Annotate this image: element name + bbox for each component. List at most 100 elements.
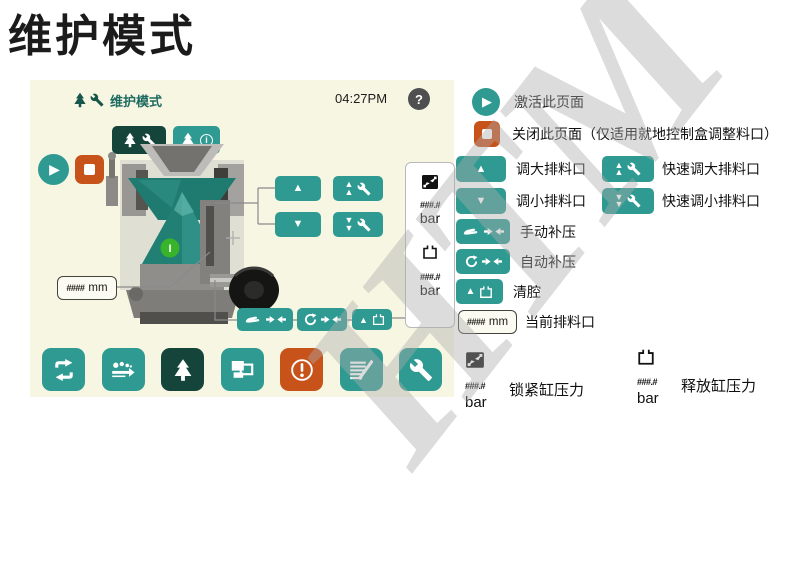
report-icon: [349, 358, 373, 382]
lock-pressure-value: ###.#: [419, 200, 441, 210]
screens-icon: [230, 358, 254, 382]
fast-down-icon: ▼▼: [614, 191, 624, 209]
legend-label: 锁紧缸压力: [509, 382, 585, 399]
legend-current-gap-row: #### mm 当前排料口: [458, 310, 595, 334]
feed-icon: [111, 358, 135, 382]
legend-release-pressure: ###.# bar 释放缸压力: [637, 348, 756, 407]
crusher-illustration: I: [106, 144, 279, 324]
lock-cylinder-icon: [421, 173, 439, 191]
legend-label: 激活此页面: [514, 94, 584, 110]
open-gap-button[interactable]: ▲: [275, 176, 321, 201]
wrench-icon: [409, 358, 433, 382]
maintenance-icon: [72, 90, 106, 109]
release-cylinder-icon: [422, 244, 438, 260]
compress-arrows-icon: [266, 314, 286, 325]
play-icon: ▶: [472, 88, 500, 116]
fast-open-gap-button[interactable]: ▲▲: [333, 176, 383, 201]
compress-arrows-icon: [481, 256, 502, 267]
fast-up-icon: ▲▲: [614, 159, 624, 177]
legend-clear-row: ▲ 清腔: [456, 279, 541, 304]
wrench-icon: [357, 218, 371, 232]
close-gap-button[interactable]: ▼: [275, 212, 321, 237]
nav-loop-button[interactable]: [42, 348, 85, 391]
legend-label: 自动补压: [520, 253, 576, 270]
legend-label: 手动补压: [520, 223, 576, 240]
up-icon: ▲: [475, 162, 487, 175]
lock-pressure-unit: bar: [465, 394, 487, 411]
alarm-icon: [290, 358, 314, 382]
legend-label: 调大排料口: [516, 161, 586, 177]
indicator-label: I: [168, 243, 171, 255]
page-title: 维护模式: [8, 12, 196, 61]
close-page-button[interactable]: [75, 155, 104, 184]
legend-label: 释放缸压力: [681, 378, 757, 395]
clock: 04:27PM: [335, 91, 388, 106]
activate-page-button[interactable]: ▶: [38, 154, 69, 185]
crusher-icon: [171, 358, 195, 382]
legend-activate-row: ▶ 激活此页面: [472, 88, 584, 116]
fast-close-gap-button[interactable]: ▼▼: [333, 212, 383, 237]
pressure-readings-panel: ###.# bar ###.# bar: [405, 162, 455, 328]
legend-auto-row: 自动补压: [456, 249, 576, 274]
fast-up-icon: ▲▲: [344, 179, 354, 197]
cycle-icon: [304, 313, 317, 326]
release-cylinder-icon: [479, 285, 493, 299]
loop-icon: [52, 358, 76, 382]
manual-pressure-button[interactable]: [237, 308, 293, 331]
hand-icon: [244, 314, 262, 326]
legend-lock-pressure: ###.# bar 锁紧缸压力: [465, 350, 584, 411]
legend-label: 调小排料口: [516, 193, 586, 209]
current-gap-value-box: #### mm: [57, 276, 117, 300]
wrench-icon: [357, 182, 371, 196]
release-pressure-value: ###.#: [637, 377, 658, 387]
gap-unit: mm: [488, 316, 509, 328]
wrench-icon: [90, 93, 104, 107]
legend-close-gap-row: ▼ 调小排料口 ▼▼ 快速调小排料口: [456, 188, 760, 214]
clear-cavity-button[interactable]: ▲: [456, 279, 503, 304]
legend-label: 当前排料口: [525, 314, 595, 330]
close-gap-button[interactable]: ▼: [456, 188, 506, 214]
fast-close-gap-button[interactable]: ▼▼: [602, 188, 654, 214]
help-button[interactable]: ?: [408, 88, 430, 110]
auto-pressure-button[interactable]: [297, 308, 347, 331]
clear-cavity-button[interactable]: ▲: [352, 309, 392, 330]
down-icon: ▼: [292, 218, 304, 230]
up-icon: ▲: [359, 314, 368, 325]
compress-arrows-icon: [320, 314, 341, 325]
legend-manual-row: 手动补压: [456, 219, 576, 244]
lock-pressure-unit: bar: [419, 210, 441, 226]
up-icon: ▲: [292, 182, 304, 194]
fast-open-gap-button[interactable]: ▲▲: [602, 156, 654, 182]
legend-label: 清腔: [513, 283, 541, 300]
nav-crusher-button[interactable]: [161, 348, 204, 391]
gap-value: ####: [66, 283, 85, 293]
release-pressure-unit: bar: [419, 282, 441, 298]
cone-icon: [72, 92, 88, 108]
nav-maintenance-button[interactable]: [399, 348, 442, 391]
gap-unit: mm: [88, 282, 108, 294]
release-pressure-unit: bar: [637, 390, 659, 407]
stop-icon: [474, 121, 500, 147]
lock-cylinder-icon: [465, 350, 485, 370]
release-cylinder-icon: [372, 313, 385, 326]
up-icon: ▲: [465, 286, 476, 297]
hand-icon: [462, 226, 480, 238]
legend-close-row: 关闭此页面（仅适用就地控制盒调整料口）: [474, 121, 778, 147]
release-cylinder-icon: [637, 348, 655, 366]
legend-label: 快速调小排料口: [662, 193, 760, 209]
down-icon: ▼: [475, 194, 487, 207]
auto-pressure-button[interactable]: [456, 249, 510, 274]
nav-report-button[interactable]: [339, 348, 383, 391]
wrench-icon: [627, 162, 641, 176]
cone-icon: [122, 132, 138, 148]
manual-pressure-button[interactable]: [456, 219, 510, 244]
nav-alarm-button[interactable]: [280, 348, 323, 391]
panel-title: 维护模式: [110, 94, 163, 109]
nav-feed-button[interactable]: [101, 348, 145, 391]
compress-arrows-icon: [484, 226, 504, 237]
open-gap-button[interactable]: ▲: [456, 156, 506, 182]
lock-pressure-value: ###.#: [465, 381, 486, 391]
hmi-panel: 维护模式 04:27PM ? i ▶: [30, 80, 455, 397]
stop-icon: [84, 164, 95, 175]
nav-screens-button[interactable]: [220, 348, 264, 391]
